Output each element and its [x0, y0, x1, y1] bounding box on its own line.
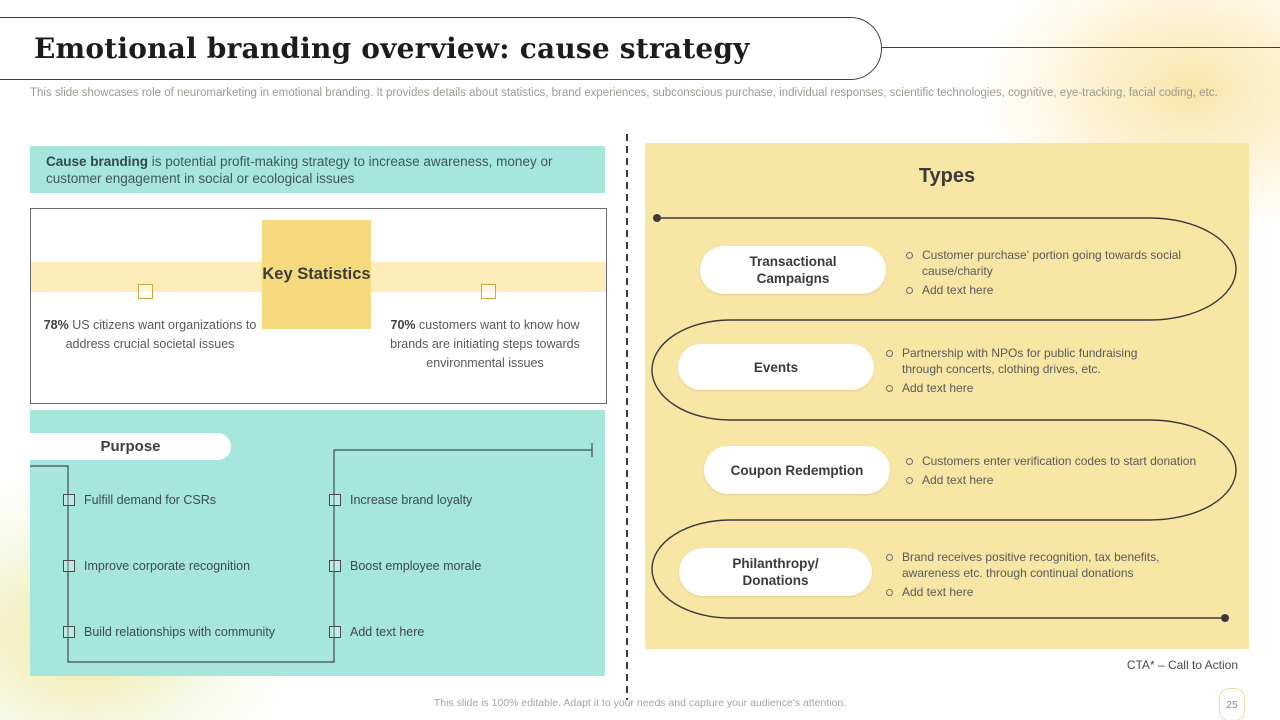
- circle-bullet-icon: [886, 350, 893, 357]
- types-label: Types: [918, 165, 976, 187]
- purpose-item: Improve corporate recognition: [63, 557, 250, 575]
- serpentine-flow-line: [651, 214, 1237, 622]
- circle-bullet-icon: [886, 554, 893, 561]
- type-points: Customers enter verification codes to st…: [905, 453, 1245, 491]
- cause-branding-text: Cause branding is potential profit-makin…: [30, 153, 605, 187]
- point-text: Add text here: [922, 283, 994, 297]
- bullet-point: Customers enter verification codes to st…: [905, 453, 1245, 469]
- purpose-item-label: Boost employee morale: [350, 559, 482, 573]
- key-statistics-section: Key Statistics 78% US citizens want orga…: [30, 208, 607, 404]
- cta-text: CTA* – Call to Action: [1126, 658, 1238, 672]
- title-connector-line: [878, 47, 1280, 48]
- circle-bullet-icon: [886, 385, 893, 392]
- square-bullet-icon: [329, 560, 341, 572]
- stat-marker-icon: [138, 284, 153, 299]
- bullet-point: Add text here: [905, 282, 1240, 298]
- stat-text: customers want to know how brands are in…: [390, 318, 580, 370]
- point-text: Customers enter verification codes to st…: [922, 454, 1197, 468]
- flow-end-dot: [1221, 614, 1229, 622]
- square-bullet-icon: [329, 494, 341, 506]
- purpose-item: Boost employee morale: [329, 557, 481, 575]
- bullet-point: Add text here: [905, 472, 1245, 488]
- type-pill-philanthropy-donations: Philanthropy/ Donations: [679, 548, 872, 596]
- vertical-dashed-divider: [626, 134, 628, 700]
- point-text: Partnership with NPOs for public fundrai…: [902, 346, 1138, 376]
- circle-bullet-icon: [906, 458, 913, 465]
- square-bullet-icon: [63, 560, 75, 572]
- flow-start-dot: [653, 214, 661, 222]
- slide-description: This slide showcases role of neuromarket…: [30, 87, 1218, 99]
- point-text: Add text here: [922, 473, 994, 487]
- circle-bullet-icon: [886, 589, 893, 596]
- bullet-point: Add text here: [885, 380, 1177, 396]
- key-statistics-label: Key Statistics: [262, 220, 371, 329]
- purpose-item-label: Increase brand loyalty: [350, 493, 473, 507]
- cta-footnote: CTA* – Call to Action: [1127, 658, 1238, 672]
- stat-value: 78%: [43, 318, 69, 332]
- purpose-section: Purpose Fulfill demand for CSRs Improve …: [30, 410, 605, 676]
- page-title: Emotional branding overview: cause strat…: [34, 32, 750, 65]
- type-points: Customer purchase' portion going towards…: [905, 247, 1240, 301]
- types-section: Types Transactional Campaigns Customer p…: [645, 143, 1249, 649]
- type-pill-transactional-campaigns: Transactional Campaigns: [700, 246, 886, 294]
- cause-branding-term: Cause branding: [46, 153, 149, 169]
- purpose-item-label: Improve corporate recognition: [84, 559, 251, 573]
- stat-value: 70%: [390, 318, 416, 332]
- bullet-point: Brand receives positive recognition, tax…: [885, 549, 1200, 581]
- point-text: Add text here: [902, 381, 974, 395]
- purpose-item-label: Fulfill demand for CSRs: [84, 493, 216, 507]
- square-bullet-icon: [63, 626, 75, 638]
- title-bubble: Emotional branding overview: cause strat…: [0, 17, 882, 80]
- purpose-item-label: Build relationships with community: [84, 625, 276, 639]
- cause-branding-callout: Cause branding is potential profit-makin…: [30, 146, 605, 193]
- type-pill-events: Events: [678, 344, 874, 390]
- stat-78-percent: 78% US citizens want organizations to ad…: [41, 316, 259, 354]
- purpose-label: Purpose: [30, 433, 231, 460]
- square-bullet-icon: [329, 626, 341, 638]
- point-text: Add text here: [902, 585, 974, 599]
- point-text: Customer purchase' portion going towards…: [922, 248, 1182, 278]
- type-points: Brand receives positive recognition, tax…: [885, 549, 1200, 603]
- purpose-item: Add text here: [329, 623, 424, 641]
- square-bullet-icon: [63, 494, 75, 506]
- circle-bullet-icon: [906, 252, 913, 259]
- stat-70-percent: 70% customers want to know how brands ar…: [379, 316, 591, 373]
- stat-marker-icon: [481, 284, 496, 299]
- cause-branding-definition: is potential profit-making strategy to i…: [46, 153, 553, 186]
- bullet-point: Add text here: [885, 584, 1200, 600]
- stat-text: US citizens want organizations to addres…: [65, 318, 257, 351]
- page-number-badge: 25: [1219, 688, 1245, 720]
- point-text: Brand receives positive recognition, tax…: [902, 550, 1160, 580]
- circle-bullet-icon: [906, 287, 913, 294]
- circle-bullet-icon: [906, 477, 913, 484]
- purpose-item: Increase brand loyalty: [329, 491, 472, 509]
- footer-note: This slide is 100% editable. Adapt it to…: [433, 697, 847, 709]
- bullet-point: Partnership with NPOs for public fundrai…: [885, 345, 1177, 377]
- type-pill-coupon-redemption: Coupon Redemption: [704, 446, 890, 494]
- purpose-item-label: Add text here: [350, 625, 425, 639]
- purpose-connector-lines: [30, 443, 593, 663]
- purpose-item: Fulfill demand for CSRs: [63, 491, 216, 509]
- purpose-item: Build relationships with community: [63, 623, 275, 641]
- type-points: Partnership with NPOs for public fundrai…: [885, 345, 1177, 399]
- bullet-point: Customer purchase' portion going towards…: [905, 247, 1240, 279]
